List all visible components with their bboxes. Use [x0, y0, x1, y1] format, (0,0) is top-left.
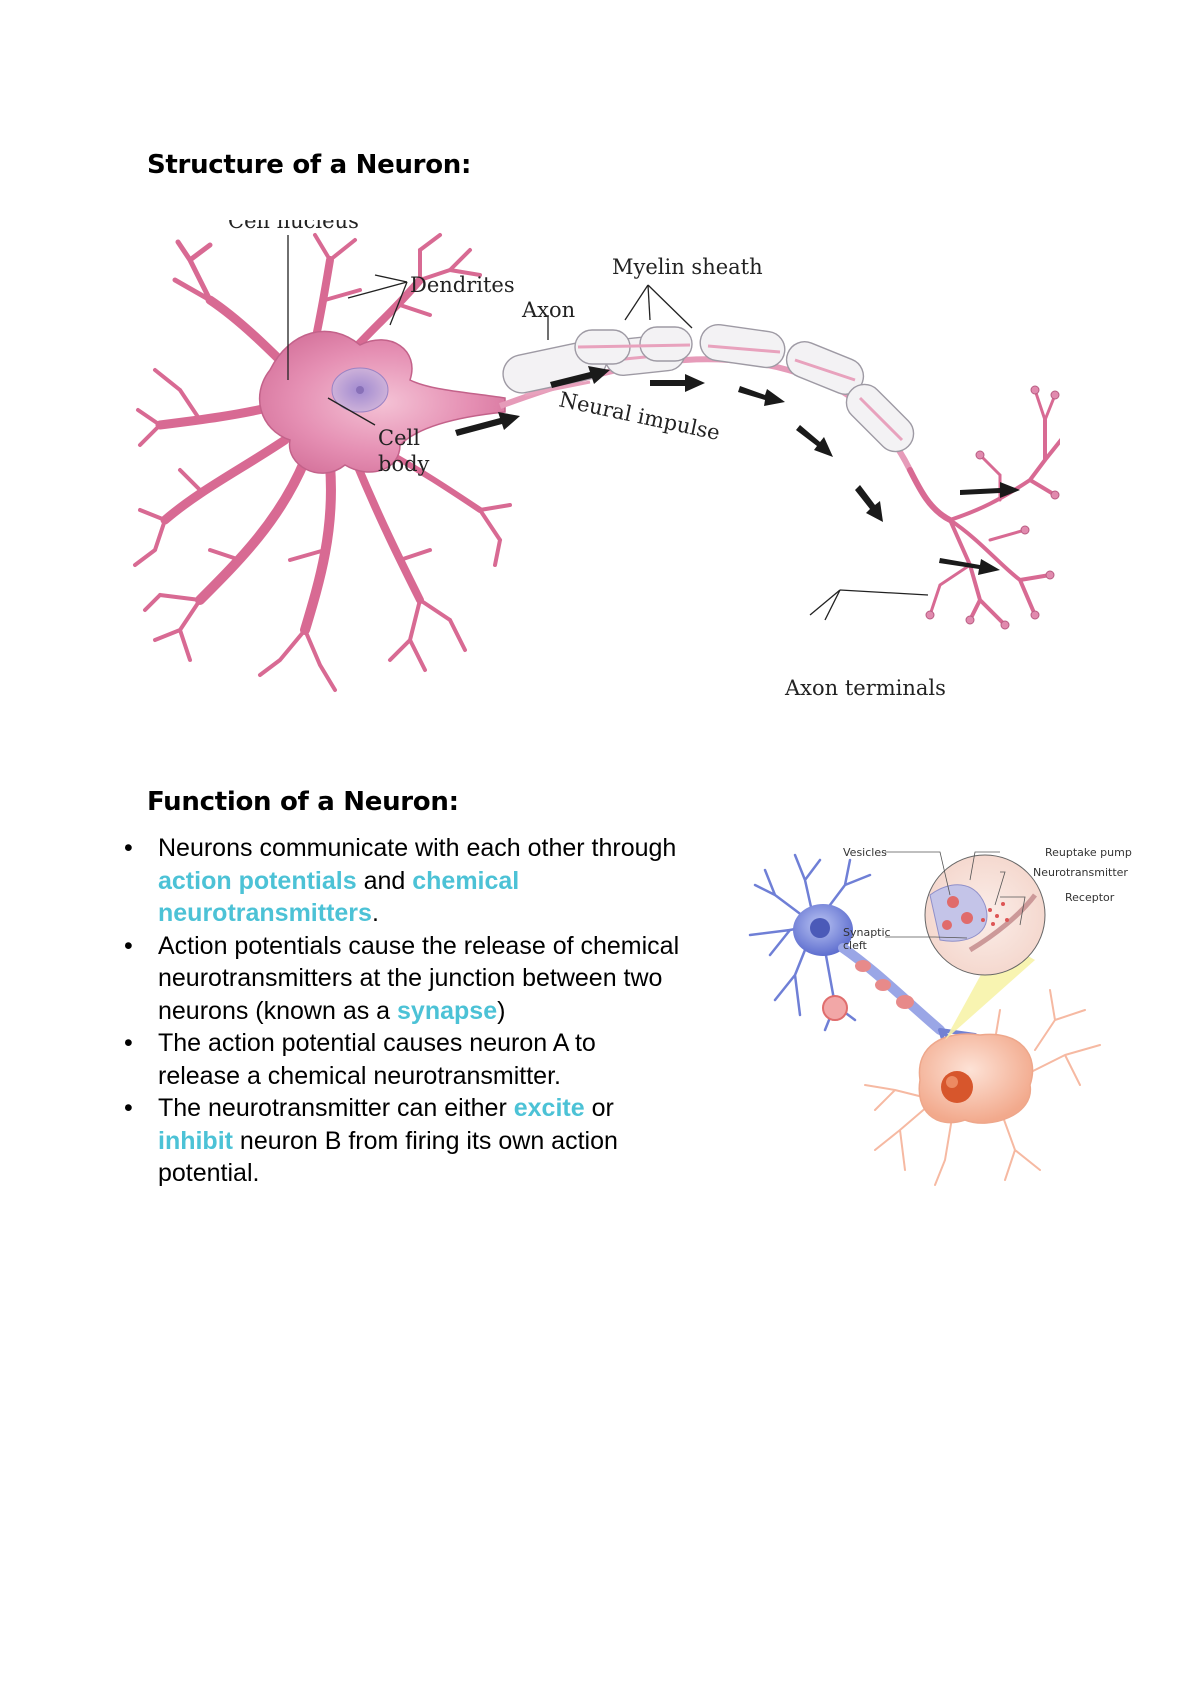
- bullet-text: The neurotransmitter can either: [158, 1094, 514, 1122]
- list-item: • Neurons communicate with each other thr…: [120, 832, 680, 930]
- list-item: •The neurotransmitter can either excite …: [120, 1092, 680, 1190]
- label-cell-nucleus: Cell nucleus: [228, 220, 359, 233]
- bullet-text: Neurons communicate with each other thro…: [158, 834, 677, 862]
- label-synaptic-cleft-line1: Synaptic: [843, 926, 891, 939]
- bullet-text: and: [356, 866, 413, 895]
- function-bullet-list: • Neurons communicate with each other thr…: [120, 832, 680, 1190]
- bullet-text: or: [584, 1094, 614, 1122]
- label-axon: Axon: [521, 298, 575, 322]
- bullet-dot: •: [124, 931, 133, 960]
- list-item: • Action potentials cause the release of …: [120, 930, 680, 1028]
- highlight-term: excite: [513, 1094, 585, 1122]
- neuron-structure-diagram: Cell nucleus Dendrites Myelin sheath Axo…: [133, 220, 1060, 700]
- label-synaptic-cleft-line2: cleft: [843, 939, 868, 952]
- axon-terminals: [907, 385, 1060, 630]
- leader-lines: [287, 235, 929, 621]
- highlight-term: synapse: [397, 996, 498, 1025]
- bullet-text: .: [371, 899, 379, 927]
- highlight-term: action potentials: [158, 866, 357, 895]
- myelin-sheath-segments: [502, 323, 915, 453]
- bullet-dot: •: [124, 834, 133, 862]
- highlight-term: chemical neurotransmitters: [158, 866, 520, 928]
- bullet-text: Action potentials cause the release of c…: [158, 931, 680, 1025]
- bullet-text: The action potential causes neuron A to …: [158, 1029, 596, 1090]
- label-reuptake-pump: Reuptake pump: [1045, 846, 1132, 859]
- synapse-diagram: Vesicles Reuptake pump Neurotransmitter …: [748, 846, 1132, 1186]
- list-item: • The action potential causes neuron A to…: [120, 1027, 680, 1092]
- label-myelin-sheath: Myelin sheath: [612, 255, 763, 279]
- label-neurotransmitter: Neurotransmitter: [1033, 866, 1128, 879]
- function-heading: Function of a Neuron:: [147, 787, 459, 817]
- bullet-dot: •: [124, 1029, 133, 1057]
- label-receptor: Receptor: [1065, 891, 1115, 904]
- label-dendrites: Dendrites: [410, 273, 515, 297]
- bullet-text: neuron B from firing its own action pote…: [158, 1126, 618, 1188]
- structure-heading: Structure of a Neuron:: [147, 150, 472, 180]
- label-vesicles: Vesicles: [843, 846, 887, 859]
- neuron-a: [748, 853, 977, 1062]
- highlight-term: inhibit: [158, 1126, 233, 1155]
- label-cell-body-line2: body: [378, 452, 430, 476]
- label-cell-body-line1: Cell: [378, 426, 420, 450]
- bullet-text: ): [497, 996, 506, 1025]
- label-axon-terminals: Axon terminals: [784, 676, 946, 700]
- label-neural-impulse: Neural impulse: [557, 387, 722, 445]
- neuron-b: [864, 989, 1101, 1186]
- impulse-arrows: [455, 366, 1020, 575]
- bullet-dot: •: [124, 1094, 133, 1122]
